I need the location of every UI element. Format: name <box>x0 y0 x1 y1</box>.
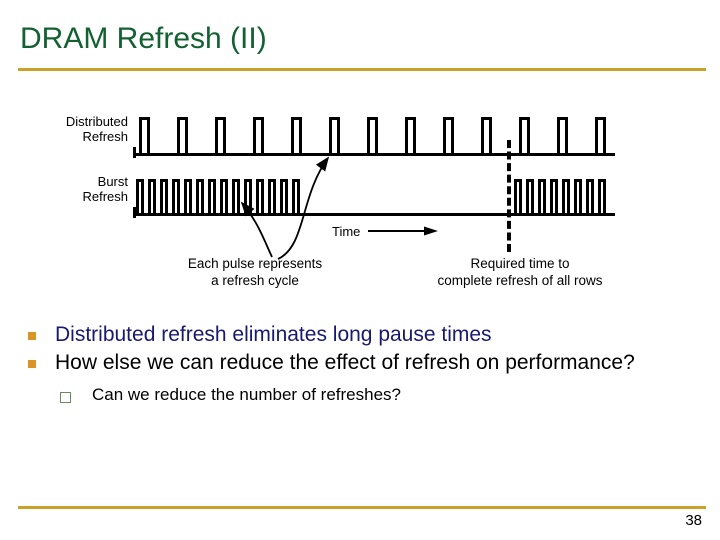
burst-refresh-pulse <box>136 179 144 213</box>
burst-refresh-pulse <box>244 179 252 213</box>
page-number: 38 <box>685 512 702 529</box>
footer-divider-rule <box>18 506 706 509</box>
sub-bullet-marker-square-icon <box>60 392 71 403</box>
burst-refresh-pulse <box>574 179 582 213</box>
distributed-refresh-pulse <box>443 117 454 153</box>
burst-refresh-pulse <box>562 179 570 213</box>
bullet-marker-square-icon <box>28 332 36 340</box>
bullet-item-distributed-refresh: Distributed refresh eliminates long paus… <box>0 322 720 348</box>
distributed-refresh-pulse <box>291 117 302 153</box>
distributed-refresh-pulse <box>367 117 378 153</box>
distributed-refresh-pulse <box>177 117 188 153</box>
bullet-text-distributed-refresh: Distributed refresh eliminates long paus… <box>55 323 492 346</box>
bullet-list: Distributed refresh eliminates long paus… <box>0 322 720 408</box>
distributed-refresh-pulse <box>329 117 340 153</box>
distributed-refresh-pulse <box>557 117 568 153</box>
burst-refresh-pulse <box>550 179 558 213</box>
distributed-refresh-pulse <box>215 117 226 153</box>
bullet-text-how-else: How else we can reduce the effect of ref… <box>55 351 635 374</box>
burst-refresh-pulse <box>160 179 168 213</box>
burst-refresh-pulse <box>268 179 276 213</box>
page-title: DRAM Refresh (II) <box>20 22 267 55</box>
required-caption-line1: Required time to <box>470 256 570 271</box>
pulse-caption: Each pulse represents a refresh cycle <box>140 255 370 289</box>
annotation-arrows <box>240 156 330 260</box>
distributed-axis-origin-tick <box>133 147 136 158</box>
burst-label-line1: Burst <box>97 174 128 189</box>
title-divider-rule <box>18 68 706 71</box>
distributed-refresh-pulse <box>405 117 416 153</box>
burst-refresh-pulse <box>526 179 534 213</box>
pulse-caption-line2: a refresh cycle <box>211 273 299 288</box>
bullet-item-how-else: How else we can reduce the effect of ref… <box>0 350 720 376</box>
burst-refresh-label: Burst Refresh <box>10 174 128 204</box>
burst-refresh-pulse <box>220 179 228 213</box>
time-direction-arrow <box>368 226 438 236</box>
refresh-timing-diagram: Distributed Refresh Burst Refresh Time E… <box>0 100 720 300</box>
distributed-refresh-label: Distributed Refresh <box>10 114 128 144</box>
burst-refresh-pulse <box>598 179 606 213</box>
burst-refresh-pulse <box>172 179 180 213</box>
required-time-caption: Required time to complete refresh of all… <box>400 255 640 289</box>
distributed-refresh-pulse <box>139 117 150 153</box>
time-axis-label: Time <box>332 224 361 239</box>
bullet-item-reduce-refreshes: Can we reduce the number of refreshes? <box>0 384 720 406</box>
distributed-refresh-pulse <box>519 117 530 153</box>
pulse-caption-line1: Each pulse represents <box>187 256 323 271</box>
burst-refresh-pulse <box>256 179 264 213</box>
burst-refresh-pulse <box>538 179 546 213</box>
burst-refresh-pulse <box>184 179 192 213</box>
burst-label-line2: Refresh <box>82 189 128 204</box>
distributed-refresh-pulse <box>481 117 492 153</box>
distributed-label-line1: Distributed <box>65 114 128 129</box>
bullet-marker-square-icon <box>28 360 36 368</box>
distributed-refresh-pulse <box>595 117 606 153</box>
distributed-refresh-pulse <box>253 117 264 153</box>
required-caption-line2: complete refresh of all rows <box>437 273 603 288</box>
distributed-timeline-axis <box>133 153 615 156</box>
burst-axis-origin-tick <box>133 207 136 218</box>
refresh-period-divider <box>507 140 511 252</box>
burst-refresh-pulse <box>208 179 216 213</box>
burst-refresh-pulse <box>232 179 240 213</box>
burst-refresh-pulse <box>148 179 156 213</box>
burst-refresh-pulse <box>586 179 594 213</box>
burst-timeline-axis <box>133 213 615 216</box>
bullet-text-reduce-refreshes: Can we reduce the number of refreshes? <box>92 385 402 404</box>
burst-refresh-pulse <box>292 179 300 213</box>
burst-refresh-pulse <box>280 179 288 213</box>
burst-refresh-pulse <box>514 179 522 213</box>
burst-refresh-pulse <box>196 179 204 213</box>
distributed-label-line2: Refresh <box>82 129 128 144</box>
